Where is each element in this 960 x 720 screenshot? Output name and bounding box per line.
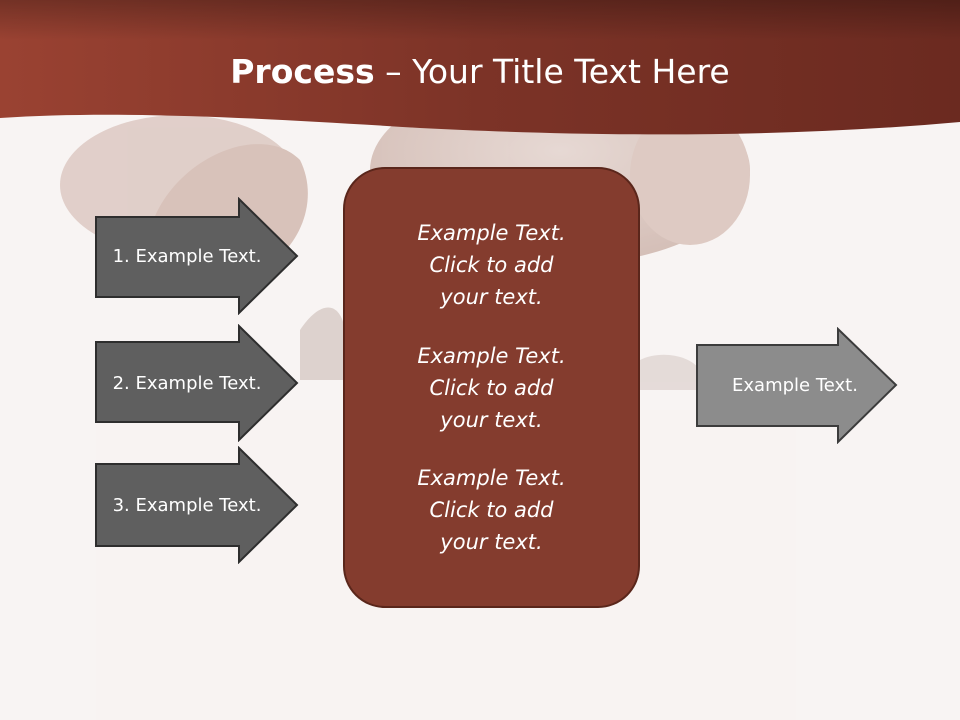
title-bold: Process — [230, 52, 375, 91]
step-arrow-2[interactable]: 2. Example Text. — [94, 324, 300, 442]
result-arrow[interactable]: Example Text. — [695, 327, 899, 444]
page-title: Process – Your Title Text Here — [0, 52, 960, 91]
arrow-right-icon — [95, 324, 299, 442]
center-text-line: your text. — [440, 285, 543, 310]
arrow-right-icon — [95, 197, 299, 315]
center-text-line: Click to add — [429, 497, 554, 522]
center-text-line: Click to add — [429, 253, 554, 278]
step-arrow-3[interactable]: 3. Example Text. — [94, 446, 300, 564]
center-text-block-2: Example Text. Click to add your text. — [345, 340, 638, 436]
center-text-box[interactable]: Example Text. Click to add your text. Ex… — [343, 167, 640, 608]
center-text-line: your text. — [440, 407, 543, 432]
center-text-line: Click to add — [429, 375, 554, 400]
center-text-line: Example Text. — [417, 221, 566, 246]
center-text-block-3: Example Text. Click to add your text. — [345, 462, 638, 558]
step-arrow-1[interactable]: 1. Example Text. — [94, 197, 300, 315]
arrow-right-icon — [696, 327, 898, 444]
step-label-3: 3. Example Text. — [112, 494, 262, 516]
step-label-2: 2. Example Text. — [112, 372, 262, 394]
center-text-line: Example Text. — [417, 465, 566, 490]
center-text-line: your text. — [440, 529, 543, 554]
center-text-block-1: Example Text. Click to add your text. — [345, 217, 638, 313]
step-label-1: 1. Example Text. — [112, 245, 262, 267]
title-rest: – Your Title Text Here — [374, 52, 730, 91]
result-label: Example Text. — [732, 375, 858, 396]
center-text-line: Example Text. — [417, 343, 566, 368]
arrow-right-icon — [95, 446, 299, 564]
